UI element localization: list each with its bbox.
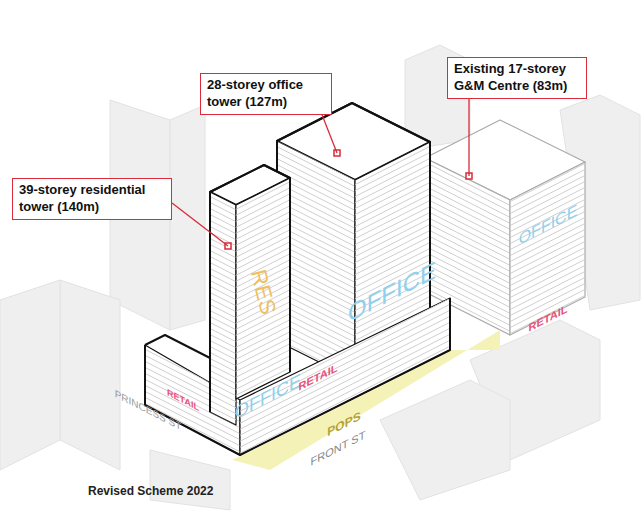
leader-line bbox=[322, 115, 337, 153]
callout-box: 28-storey office tower (127m) bbox=[200, 73, 332, 115]
callout-text: Existing 17-storey G&M Centre (83m) bbox=[454, 61, 580, 95]
callout-text: 28-storey office tower (127m) bbox=[207, 77, 325, 111]
leader-line bbox=[172, 203, 228, 246]
callout-box: Existing 17-storey G&M Centre (83m) bbox=[447, 57, 587, 99]
caption: Revised Scheme 2022 bbox=[88, 484, 213, 498]
callout-box: 39-storey residential tower (140m) bbox=[12, 178, 172, 220]
leader-line bbox=[468, 99, 469, 176]
callout-text: 39-storey residential tower (140m) bbox=[19, 182, 165, 216]
